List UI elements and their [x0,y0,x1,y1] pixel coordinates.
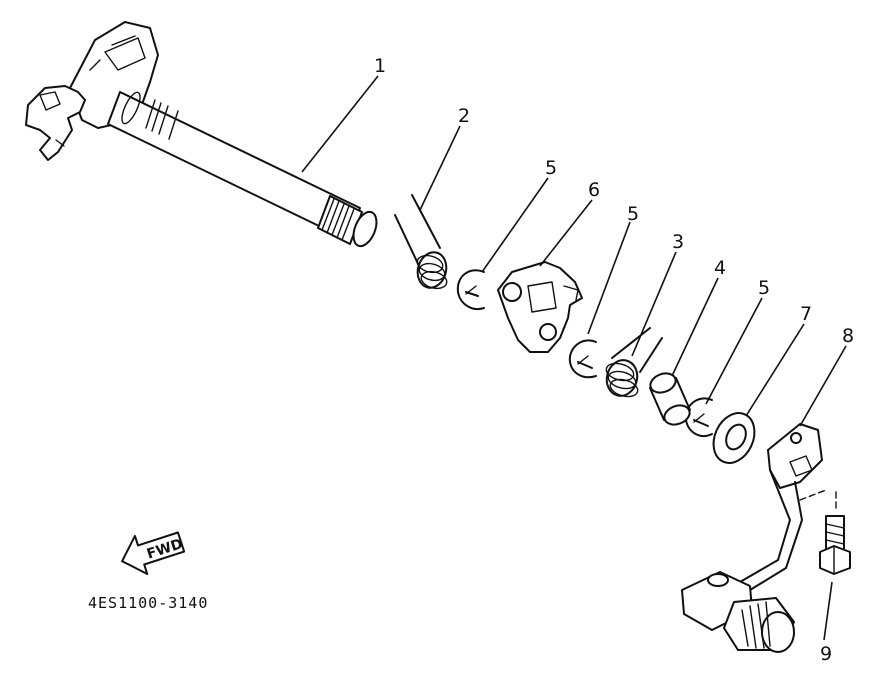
leader-lines [301,75,847,641]
callout-5b: 5 [627,203,639,225]
callout-4: 4 [714,257,726,279]
assembly-dash-line [799,489,827,501]
callout-7: 7 [800,303,812,325]
callout-1: 1 [374,55,386,77]
callout-3: 3 [672,231,684,253]
washer-part-7 [712,412,756,464]
circlip-part-5c [684,397,713,438]
callout-9: 9 [820,643,832,665]
shift-pedal-part-8 [681,423,823,653]
stopper-plate-part-6 [497,261,583,353]
callout-numbers: 1 2 5 6 5 3 4 5 7 8 9 [374,55,854,665]
circlip-part-5b [568,339,597,379]
callout-8: 8 [842,325,854,347]
collar-part-4 [649,372,691,426]
callout-6: 6 [588,179,600,201]
callout-5c: 5 [758,277,770,299]
bolt-part-9 [819,515,851,575]
shift-shaft-part [25,21,378,248]
drawing-code: 4ES1100-3140 [88,594,208,612]
circlip-part-5a [456,269,485,310]
callout-5a: 5 [545,157,557,179]
forward-arrow: FWD [121,531,186,576]
spring-part-3 [605,327,663,398]
callout-2: 2 [458,105,470,127]
spring-part-2 [394,194,448,290]
